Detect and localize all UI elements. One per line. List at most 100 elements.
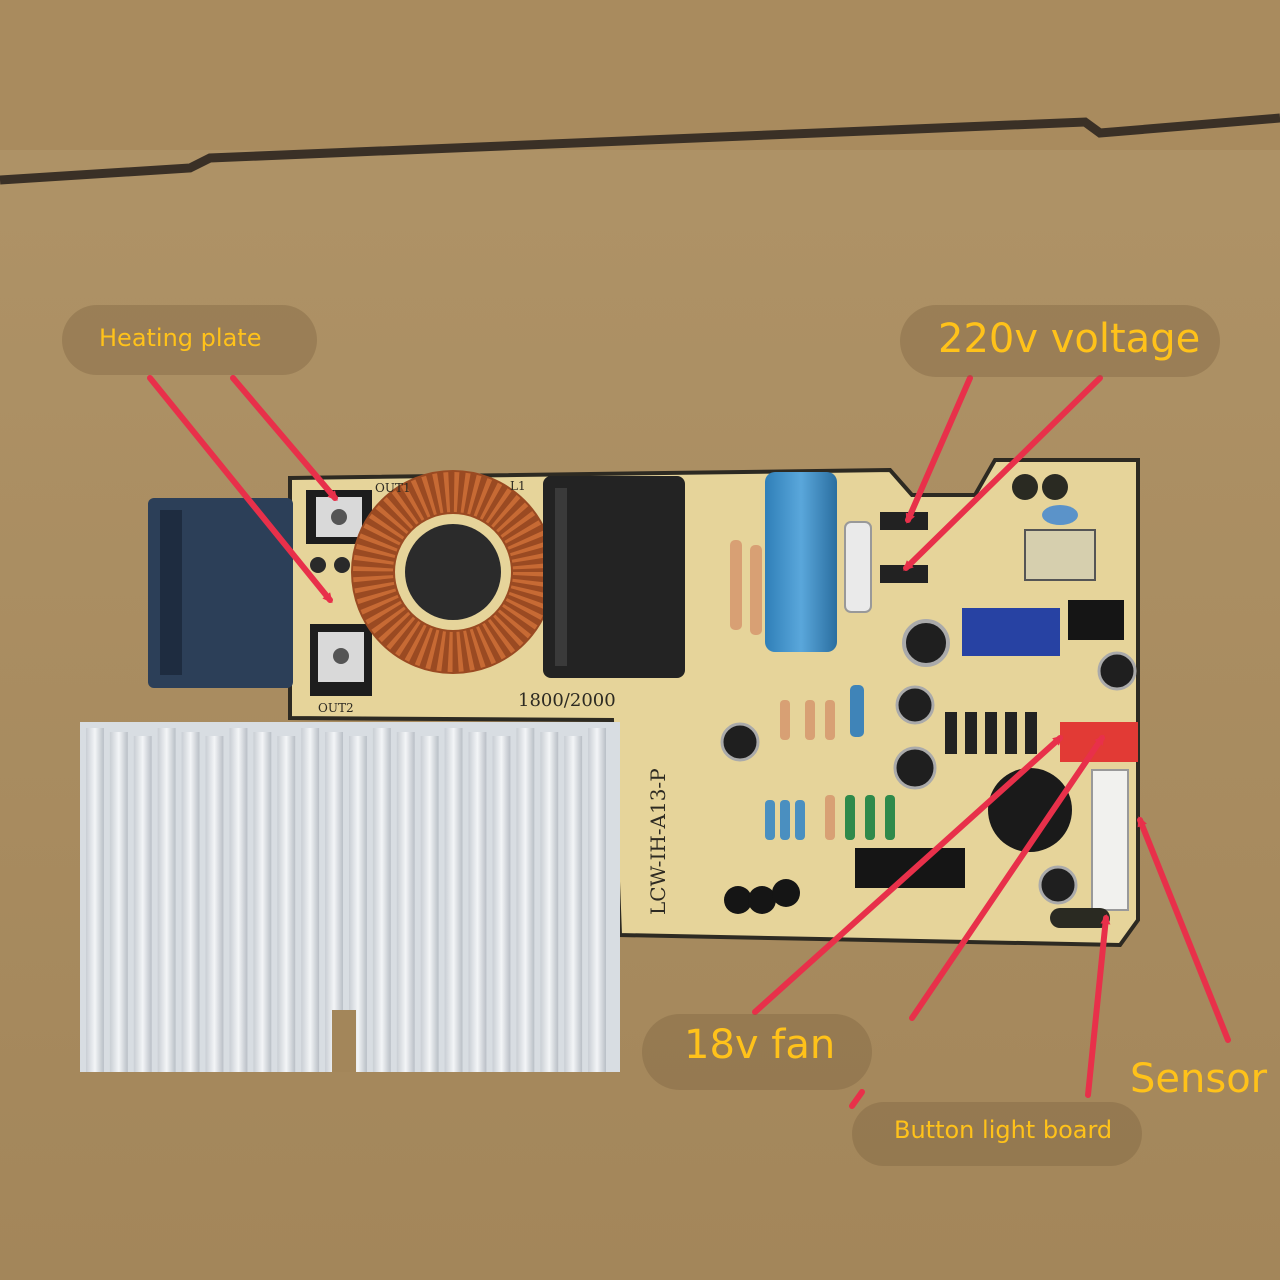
transistor (724, 886, 752, 914)
arrow-heating-plate-bottom (147, 375, 333, 604)
electrolytic-capacitor (902, 619, 950, 667)
heatsink-fin (444, 728, 463, 1072)
resistor (780, 800, 790, 840)
heatsink-fin (86, 728, 104, 1072)
heatsink-fin (229, 728, 248, 1072)
label-pill (900, 305, 1220, 377)
ic-chip (855, 848, 965, 888)
label-pill (62, 305, 317, 375)
transistor (748, 886, 776, 914)
diode (1005, 712, 1017, 754)
heatsink-fin (372, 728, 391, 1072)
ic-chip (1068, 600, 1124, 640)
blue-capacitor (765, 472, 837, 652)
terminal-out2-screw (333, 648, 349, 664)
heatsink-fin (301, 728, 320, 1072)
cardboard-seam (0, 113, 1280, 185)
heatsink-fin (205, 736, 224, 1072)
electrolytic-capacitor (720, 722, 760, 762)
electrolytic-capacitor (1038, 865, 1078, 905)
heatsink-fin (277, 736, 296, 1072)
heatsink-fin (157, 728, 176, 1072)
label-sensor: Sensor (1130, 1056, 1268, 1102)
blue-block-shade (160, 510, 182, 675)
arrow-sensor (1137, 816, 1231, 1043)
heatsink-fin (468, 732, 487, 1072)
black-capacitor (543, 476, 685, 678)
heatsink-fin (492, 736, 511, 1072)
heatsink-fin (588, 728, 606, 1072)
heatsink-fin (516, 728, 535, 1072)
heatsink-fin (396, 732, 415, 1072)
board-out1-text: OUT1 (375, 481, 411, 495)
heatsink-fin (181, 732, 200, 1072)
arrow-fan-stub (849, 1089, 865, 1109)
arrow-fan (752, 735, 1063, 1015)
diode (1025, 712, 1037, 754)
heatsink-fin (109, 732, 128, 1072)
resistor (730, 540, 742, 630)
electrolytic-capacitor (895, 685, 935, 725)
connector-acl (880, 512, 928, 530)
arrow-voltage-top (905, 375, 973, 524)
terminal-out1-screw (331, 509, 347, 525)
toroid-inductor-winding (353, 472, 553, 672)
resistor (825, 795, 835, 840)
arrow-heating-plate-top (230, 375, 338, 502)
heatsink-fin (133, 736, 152, 1072)
resistor (865, 795, 875, 840)
resistor (885, 795, 895, 840)
toroid-core (405, 524, 501, 620)
mounting-hole (1042, 474, 1068, 500)
resistor (850, 685, 864, 737)
label-220v-voltage: 220v voltage (938, 316, 1201, 362)
label-button-light-board: Button light board (894, 1116, 1113, 1144)
blue-block-component (148, 498, 293, 688)
arrow-button-board-b (1085, 914, 1111, 1098)
transistor (772, 879, 800, 907)
ceramic-capacitor (1042, 505, 1078, 525)
black-capacitor-highlight (555, 488, 567, 666)
heatsink (80, 722, 620, 1072)
annotation-arrows (147, 375, 1231, 1109)
electrolytic-capacitor (1097, 651, 1137, 691)
slot-hole (1050, 908, 1110, 928)
board-inductor-text: L1 (510, 479, 526, 493)
diode (945, 712, 957, 754)
heatsink-fin (564, 736, 583, 1072)
resistor (845, 795, 855, 840)
label-18v-fan: 18v fan (684, 1022, 836, 1068)
resistor (805, 700, 815, 740)
diode (965, 712, 977, 754)
diode (985, 712, 997, 754)
resistor (780, 700, 790, 740)
board-out2-text: OUT2 (318, 701, 354, 715)
resistor (795, 800, 805, 840)
heatsink-notch (332, 1010, 356, 1072)
connector-acn (880, 565, 928, 583)
label-pill (642, 1014, 872, 1090)
heatsink-fin (349, 736, 367, 1072)
pad-hole (310, 557, 326, 573)
board-model-text: LCW-IH-A13-P (646, 768, 670, 915)
arrow-voltage-bottom (903, 375, 1103, 571)
label-pill (852, 1102, 1142, 1166)
label-heating-plate: Heating plate (99, 324, 262, 352)
sensor-connector (1091, 769, 1129, 911)
electrolytic-capacitor (893, 746, 937, 790)
heatsink-fin (420, 736, 439, 1072)
white-capacitor (844, 521, 872, 613)
mounting-hole (1012, 474, 1038, 500)
film-capacitor (1024, 529, 1096, 581)
board-power-text: 1800/2000 (518, 690, 616, 711)
resistor (750, 545, 762, 635)
heatsink-fin (540, 732, 559, 1072)
resistor (765, 800, 775, 840)
buzzer (988, 768, 1072, 852)
heatsink-fin (253, 732, 272, 1072)
arrow-button-board-a (909, 734, 1105, 1021)
heatsink-fin (325, 732, 343, 1072)
pad-hole (334, 557, 350, 573)
resistor (825, 700, 835, 740)
